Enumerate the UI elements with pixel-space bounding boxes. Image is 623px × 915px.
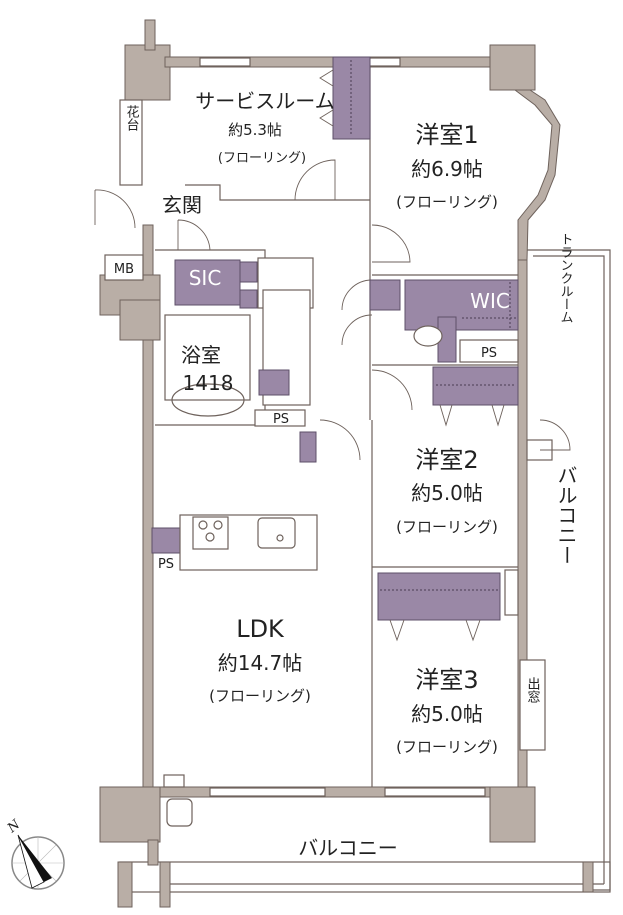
ldk-name: LDK <box>236 615 285 643</box>
flower-stand-label: 花台 <box>124 104 140 131</box>
ldk-size: 約14.7帖 <box>218 651 303 675</box>
western1-floor: (フローリング) <box>396 193 498 211</box>
compass-icon: N <box>4 817 65 890</box>
bay-window-label: 出窓 <box>525 677 541 703</box>
service-room-size: 約5.3帖 <box>228 121 282 139</box>
trunk-room-label: トランクルーム <box>558 233 573 324</box>
western2-closet <box>432 366 519 406</box>
ldk-floor: (フローリング) <box>209 687 311 705</box>
western2-size: 約5.0帖 <box>411 481 483 505</box>
service-room-name: サービスルーム <box>195 89 334 113</box>
kitchen-counter <box>163 383 318 827</box>
western1-size: 約6.9帖 <box>411 157 483 181</box>
balcony-faucet-icon <box>166 798 193 827</box>
western1-name: 洋室1 <box>415 121 478 149</box>
ps-toilet-box <box>459 339 519 363</box>
bath-name: 浴室 <box>181 343 221 367</box>
ps-bath-label: PS <box>273 412 289 427</box>
western3-name: 洋室3 <box>415 666 478 694</box>
western3-size: 約5.0帖 <box>411 702 483 726</box>
western3-floor: (フローリング) <box>396 738 498 756</box>
doors <box>94 159 571 461</box>
entrance-name: 玄関 <box>162 193 202 217</box>
balcony-side-label: バルコニー <box>554 465 578 565</box>
western2-name: 洋室2 <box>415 446 478 474</box>
ps-toilet-label: PS <box>481 346 497 361</box>
sic-label: SIC <box>189 266 222 290</box>
sink-icon <box>257 517 296 549</box>
storage <box>151 56 519 642</box>
balcony-outline <box>117 249 611 908</box>
wic-label: WIC <box>470 289 510 313</box>
compass-north-label: N <box>4 817 24 837</box>
western3-closet <box>377 572 501 621</box>
sic-storage <box>174 259 241 306</box>
wic-storage <box>369 279 401 311</box>
partitions <box>155 67 553 787</box>
mb-label: MB <box>114 262 134 277</box>
ps-kitchen-label: PS <box>158 557 174 572</box>
western2-floor: (フローリング) <box>396 518 498 536</box>
walls <box>99 19 561 866</box>
balcony-bottom-label: バルコニー <box>298 836 398 860</box>
bath-size: 1418 <box>183 371 234 395</box>
service-room-floor: (フローリング) <box>218 151 306 166</box>
